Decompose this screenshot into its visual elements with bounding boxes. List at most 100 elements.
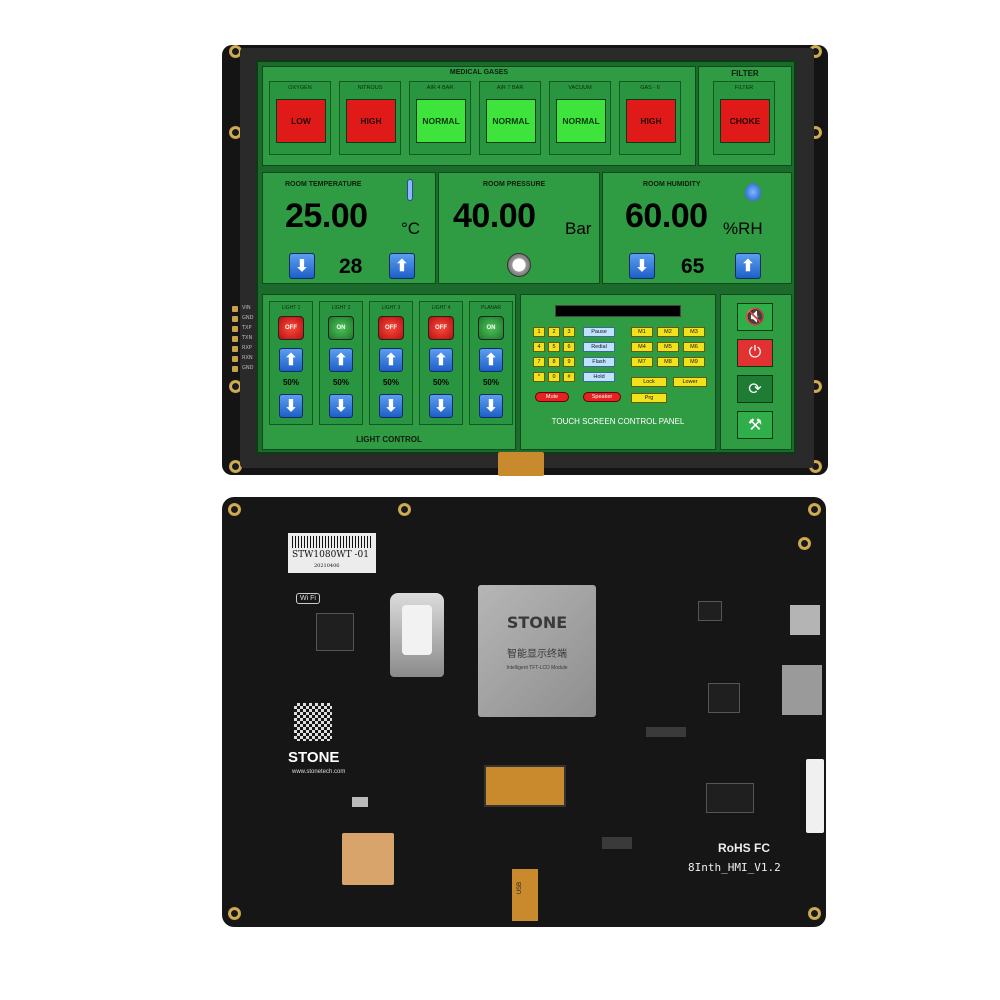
- planar-down-button[interactable]: ⬇: [479, 394, 503, 418]
- memory-key-m5[interactable]: M5: [657, 342, 679, 352]
- memory-key-m6[interactable]: M6: [683, 342, 705, 352]
- digit-key-2[interactable]: 2: [548, 327, 560, 337]
- light-card-1: LIGHT 1 OFF ⬆ 50% ⬇: [269, 301, 313, 425]
- gas-card-filter[interactable]: FILTER CHOKE: [713, 81, 775, 155]
- memory-key-m8[interactable]: M8: [657, 357, 679, 367]
- arrow-down-icon: ⬇: [635, 258, 649, 275]
- temperature-up-button[interactable]: ⬆: [389, 253, 415, 279]
- room-humidity-value: 60.00: [625, 197, 708, 235]
- mount-hole: [228, 503, 241, 516]
- smd-part: [646, 727, 686, 737]
- board-version: 8Inth_HMI_V1.2: [688, 861, 781, 874]
- wifi-badge: Wi Fi: [296, 593, 320, 604]
- sd-card-slot: [782, 665, 822, 715]
- mute-button[interactable]: Mute: [535, 392, 569, 402]
- fn-key-redial[interactable]: Redial: [583, 342, 615, 352]
- refresh-button[interactable]: ⟳: [737, 375, 773, 403]
- humidity-down-button[interactable]: ⬇: [629, 253, 655, 279]
- wifi-module-chip: [316, 613, 354, 651]
- digit-key-#[interactable]: #: [563, 372, 575, 382]
- arrow-down-icon: ⬇: [295, 258, 309, 275]
- memory-key-m2[interactable]: M2: [657, 327, 679, 337]
- memory-key-m9[interactable]: M9: [683, 357, 705, 367]
- digit-key-3[interactable]: 3: [563, 327, 575, 337]
- light-4-power-button[interactable]: OFF: [428, 316, 454, 340]
- light-2-up-button[interactable]: ⬆: [329, 348, 353, 372]
- memory-key-m4[interactable]: M4: [631, 342, 653, 352]
- light-1-down-button[interactable]: ⬇: [279, 394, 303, 418]
- speaker-button[interactable]: Speaker: [583, 392, 621, 402]
- smd-part: [352, 797, 368, 807]
- fn-key-pause[interactable]: Pause: [583, 327, 615, 337]
- memory-key-m7[interactable]: M7: [631, 357, 653, 367]
- filter-panel: FILTER FILTER CHOKE: [698, 66, 792, 166]
- gas-card-air-4-bar[interactable]: AIR 4 BAR NORMAL: [409, 81, 471, 155]
- planar-up-button[interactable]: ⬆: [479, 348, 503, 372]
- gas-card-vacuum[interactable]: VACUUM NORMAL: [549, 81, 611, 155]
- light-2-down-button[interactable]: ⬇: [329, 394, 353, 418]
- light-1-level: 50%: [282, 378, 299, 387]
- battery-slot: [402, 605, 432, 655]
- light-1-up-button[interactable]: ⬆: [279, 348, 303, 372]
- lower-key[interactable]: Lower: [673, 377, 707, 387]
- room-pressure-title: ROOM PRESSURE: [483, 181, 546, 188]
- light-3-down-button[interactable]: ⬇: [379, 394, 403, 418]
- digit-key-5[interactable]: 5: [548, 342, 560, 352]
- light-1-power-button[interactable]: OFF: [278, 316, 304, 340]
- mount-hole: [808, 907, 821, 920]
- chip-subtitle: Intelligent TFT-LCD Module: [506, 665, 568, 671]
- settings-button[interactable]: ⚒: [737, 411, 773, 439]
- digit-key-*[interactable]: *: [533, 372, 545, 382]
- gas-card-oxygen[interactable]: OXYGEN LOW: [269, 81, 331, 155]
- digit-key-1[interactable]: 1: [533, 327, 545, 337]
- light-2-level: 50%: [332, 378, 349, 387]
- digit-key-6[interactable]: 6: [563, 342, 575, 352]
- pcb-back-board: STW1080WT -01 20210406 Wi Fi STONE 智能显示终…: [222, 497, 826, 927]
- digit-key-8[interactable]: 8: [548, 357, 560, 367]
- light-control-panel: LIGHT 1 OFF ⬆ 50% ⬇ LIGHT 2 ON ⬆ 50% ⬇ L…: [262, 294, 516, 450]
- memory-key-m1[interactable]: M1: [631, 327, 653, 337]
- inductor: [698, 601, 722, 621]
- keypad-display: [555, 305, 681, 317]
- tools-icon: ⚒: [747, 417, 763, 434]
- fn-key-hold[interactable]: Hold: [583, 372, 615, 382]
- humidity-setpoint: 65: [681, 255, 705, 278]
- gas-card-air-7-bar[interactable]: AIR 7 BAR NORMAL: [479, 81, 541, 155]
- temperature-setpoint: 28: [339, 255, 363, 278]
- light-3-up-button[interactable]: ⬆: [379, 348, 403, 372]
- fn-key-flash[interactable]: Flash: [583, 357, 615, 367]
- power-button[interactable]: ⏻: [737, 339, 773, 367]
- gas-card-nitrous[interactable]: NITROUS HIGH: [339, 81, 401, 155]
- power-icon: ⏻: [748, 344, 762, 361]
- refresh-icon: ⟳: [748, 381, 762, 398]
- room-temperature-unit: °C: [401, 219, 421, 238]
- qr-code: [294, 703, 332, 741]
- mount-hole: [229, 380, 242, 393]
- planar-power-button[interactable]: ON: [478, 316, 504, 340]
- arrow-up-icon: ⬆: [484, 352, 498, 369]
- planar-level: 50%: [482, 378, 499, 387]
- digit-key-4[interactable]: 4: [533, 342, 545, 352]
- prg-key[interactable]: Prg: [631, 393, 667, 403]
- arrow-up-icon: ⬆: [334, 352, 348, 369]
- model-sticker: STW1080WT -01 20210406: [288, 533, 376, 573]
- light-2-power-button[interactable]: ON: [328, 316, 354, 340]
- gas-card-gas-6[interactable]: GAS - 6 HIGH: [619, 81, 681, 155]
- digit-key-0[interactable]: 0: [548, 372, 560, 382]
- light-4-up-button[interactable]: ⬆: [429, 348, 453, 372]
- light-3-power-button[interactable]: OFF: [378, 316, 404, 340]
- light-4-down-button[interactable]: ⬇: [429, 394, 453, 418]
- gas-status-indicator: HIGH: [626, 99, 676, 143]
- light-control-title: LIGHT CONTROL: [356, 435, 422, 444]
- temperature-down-button[interactable]: ⬇: [289, 253, 315, 279]
- digit-key-7[interactable]: 7: [533, 357, 545, 367]
- digit-key-9[interactable]: 9: [563, 357, 575, 367]
- memory-key-m3[interactable]: M3: [683, 327, 705, 337]
- humidity-up-button[interactable]: ⬆: [735, 253, 761, 279]
- room-temperature-panel: ROOM TEMPERATURE 25.00 °C ⬇ 28 ⬆: [262, 172, 436, 284]
- arrow-up-icon: ⬆: [395, 258, 409, 275]
- brand-url: www.stonetech.com: [292, 769, 346, 775]
- speaker-mute-button[interactable]: 🔇: [737, 303, 773, 331]
- light-card-4: LIGHT 4 OFF ⬆ 50% ⬇: [419, 301, 463, 425]
- lock-key[interactable]: Lock: [631, 377, 667, 387]
